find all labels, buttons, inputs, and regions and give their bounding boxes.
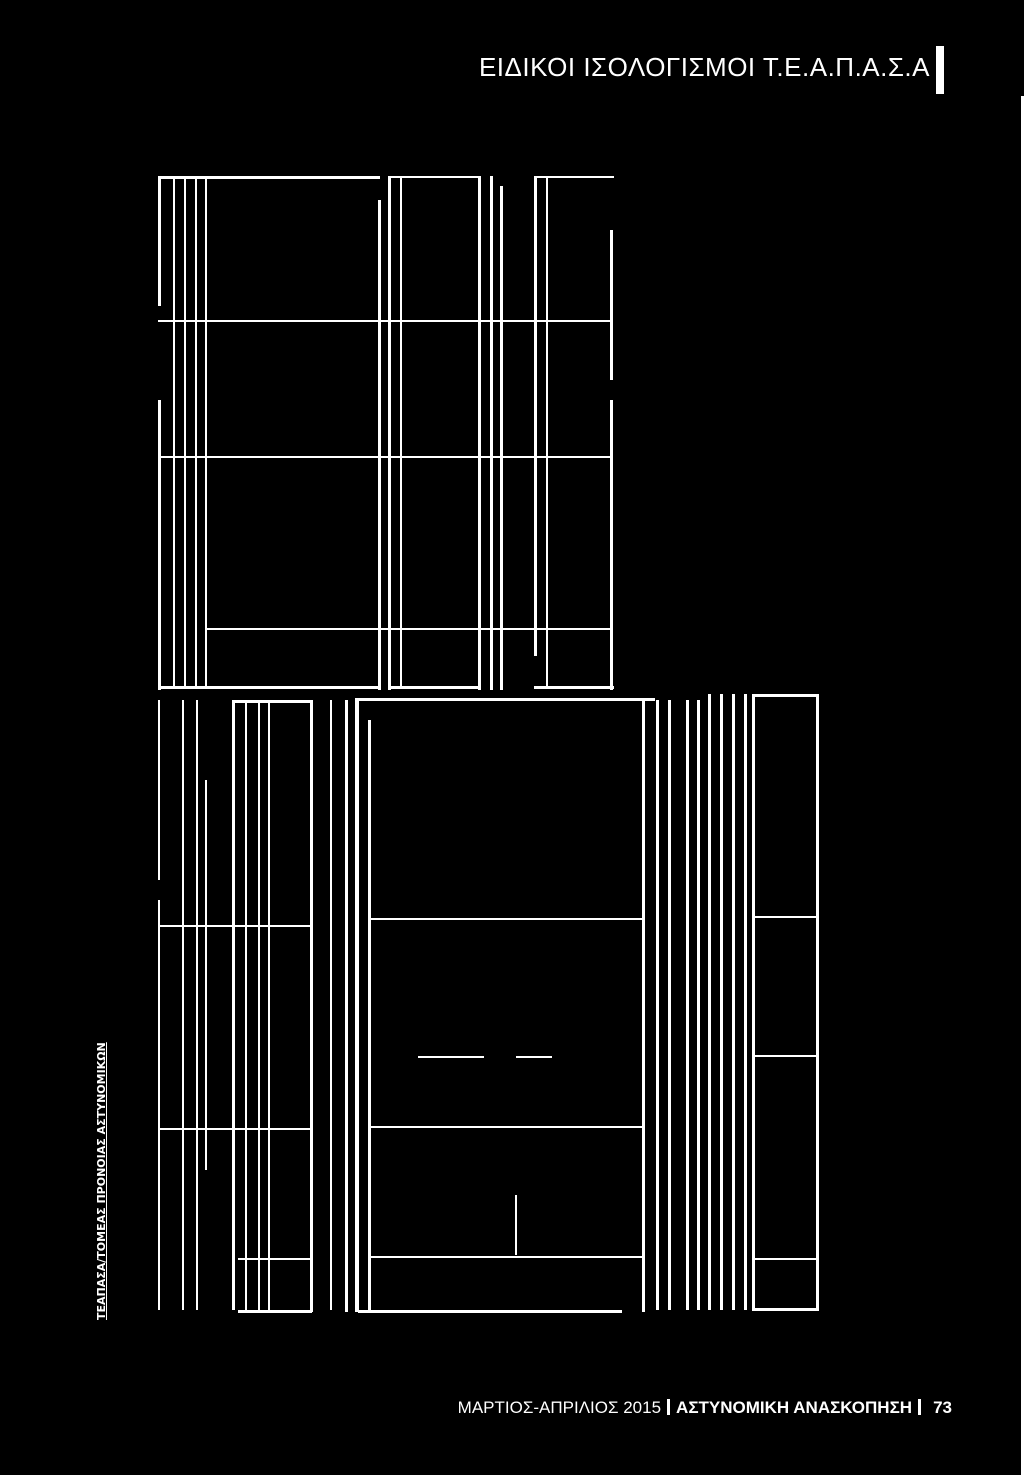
page-number: 73 <box>933 1398 952 1417</box>
header-accent-bar <box>936 46 944 94</box>
footer-separator <box>667 1399 671 1415</box>
footer-issue: ΜΑΡΤΙΟΣ-ΑΠΡΙΛΙΟΣ 2015 <box>457 1398 662 1417</box>
page-bottom-edge <box>0 1475 1024 1477</box>
page-header-title: ΕΙΔΙΚΟΙ ΙΣΟΛΟΓΙΣΜΟΙ Τ.Ε.Α.Π.Α.Σ.Α <box>478 52 930 82</box>
footer-magazine: ΑΣΤΥΝΟΜΙΚΗ ΑΝΑΣΚΟΠΗΣΗ <box>676 1398 913 1417</box>
page-right-edge <box>1021 96 1024 1477</box>
page-footer: ΜΑΡΤΙΟΣ-ΑΠΡΙΛΙΟΣ 2015 ΑΣΤΥΝΟΜΙΚΗ ΑΝΑΣΚΟΠΗ… <box>458 1398 952 1418</box>
side-label: ΤΕΑΠΑΣΑ/ΤΟΜΕΑΣ ΠΡΟΝΟΙΑΣ ΑΣΤΥΝΟΜΙΚΩΝ <box>95 1042 108 1320</box>
footer-separator <box>918 1399 922 1415</box>
